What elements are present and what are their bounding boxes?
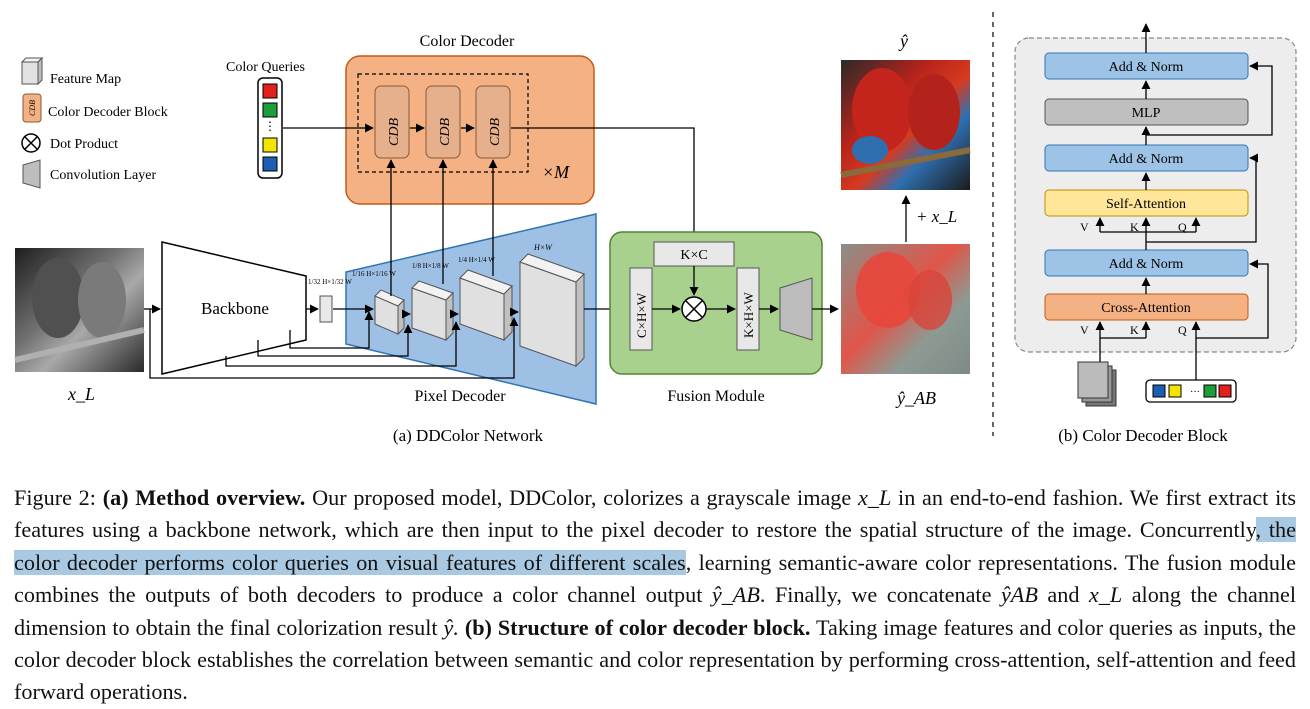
output-ab-image [841,244,970,374]
backbone-block [161,241,307,375]
svg-text:···: ··· [1190,387,1200,398]
figure-caption: Figure 2: (a) Method overview. Our propo… [14,482,1296,709]
svg-text:CDB: CDB [387,118,402,146]
kxc-box [653,241,735,267]
cross-attention-label: Cross-Attention [1101,301,1190,316]
caption-text-7: Taking image features and color queries … [14,614,1297,705]
caption-text-6: along the channel dimension to obtain th… [14,582,1297,640]
fusion-module-box [609,231,823,375]
caption-math-yhatab: ŷAB [1000,582,1038,608]
subcaption-a: (a) DDColor Network [393,426,544,445]
scale-1-8: 1/8 H×1/8 W [412,262,449,270]
input-label: x_L [67,384,95,404]
color-queries-title: Color Queries [226,60,305,75]
caption-math-xl-2: x_L [1088,582,1123,608]
fusion-conv-layer [779,277,813,341]
mlp-label: MLP [1132,106,1161,121]
feature-map-1-8 [411,280,454,342]
feature-map-1-4 [459,269,513,342]
feature-map-1-16 [374,289,405,336]
subcaption-b: (b) Color Decoder Block [1058,426,1228,445]
scale-full: H×W [533,243,553,252]
caption-text-1: Our proposed model, DDColor, colorizes a… [312,485,852,510]
svg-text:CDB: CDB [438,118,453,146]
plus-xl-label: + x_L [916,207,957,226]
ca-v-label: V [1080,323,1089,337]
kxc-label: K×C [680,248,707,263]
cdb-block-1: CDB [374,85,410,159]
sa-q-label: Q [1178,220,1187,234]
caption-b-title: (b) Structure of color decoder block. [464,614,811,640]
caption-a-title: (a) Method overview. [102,485,306,510]
conv-layer-icon [22,159,41,189]
color-queries-stack: ⋮ [257,77,283,179]
feature-map-1-32 [319,295,333,323]
feature-map-full [519,253,585,368]
ca-k-label: K [1130,323,1139,337]
self-attention-label: Self-Attention [1106,197,1186,212]
fusion-dot-product-icon [681,296,707,322]
caption-text-5: and [1047,582,1080,608]
image-features-icon [1077,361,1117,407]
input-grayscale-image [14,248,145,372]
legend-cdb-abbr: CDB [28,100,37,116]
svg-text:⋮: ⋮ [264,119,276,133]
legend-cdb-label: Color Decoder Block [48,105,168,120]
backbone-label: Backbone [201,299,269,318]
output-color-image [840,60,971,190]
ddcolor-diagram: Feature Map CDB Color Decoder Block Dot … [14,12,1297,445]
add-norm-label-1: Add & Norm [1109,257,1184,272]
caption-text-2: in an end-to-end fashion. We first extra… [14,485,1297,543]
output-color-label: ŷ [898,31,908,51]
caption-text-4: . Finally, we concatenate [759,582,992,608]
scale-1-32: 1/32 H×1/32 W [308,278,352,286]
ca-q-label: Q [1178,323,1187,337]
legend-feature-map-label: Feature Map [50,72,121,87]
scale-1-4: 1/4 H×1/4 W [458,256,495,264]
caption-math-yhat: ŷ. [443,614,459,640]
legend-conv-layer-label: Convolution Layer [50,168,156,183]
caption-math-yab: ŷ_AB [711,582,760,608]
caption-math-xl: x_L [858,485,892,510]
legend-dot-product-label: Dot Product [50,137,118,152]
caption-text-3: , learning semantic-aware color represen… [14,549,1297,608]
cxhxw-label: C×H×W [634,292,649,338]
svg-text:CDB: CDB [488,118,503,146]
add-norm-label-2: Add & Norm [1109,152,1184,167]
dot-product-icon [21,133,41,153]
sa-k-label: K [1130,220,1139,234]
cdb-block-icon: CDB [22,93,42,123]
feature-map-icon [20,56,44,86]
cdb-block-3: CDB [475,85,511,159]
color-query-tokens: ··· [1145,379,1237,403]
fusion-module-label: Fusion Module [667,388,764,405]
caption-figure-label: Figure 2: [14,485,96,510]
color-decoder-title: Color Decoder [420,33,515,50]
sa-v-label: V [1080,220,1089,234]
cdb-block-2: CDB [425,85,461,159]
pixel-decoder-label: Pixel Decoder [414,388,506,405]
output-ab-label: ŷ_AB [895,388,936,408]
repeat-m-label: ×M [542,162,570,182]
kxhxw-label: K×H×W [741,292,756,338]
scale-1-16: 1/16 H×1/16 W [352,270,396,278]
legend: Feature Map CDB Color Decoder Block Dot … [20,56,168,189]
add-norm-label-3: Add & Norm [1109,60,1184,75]
